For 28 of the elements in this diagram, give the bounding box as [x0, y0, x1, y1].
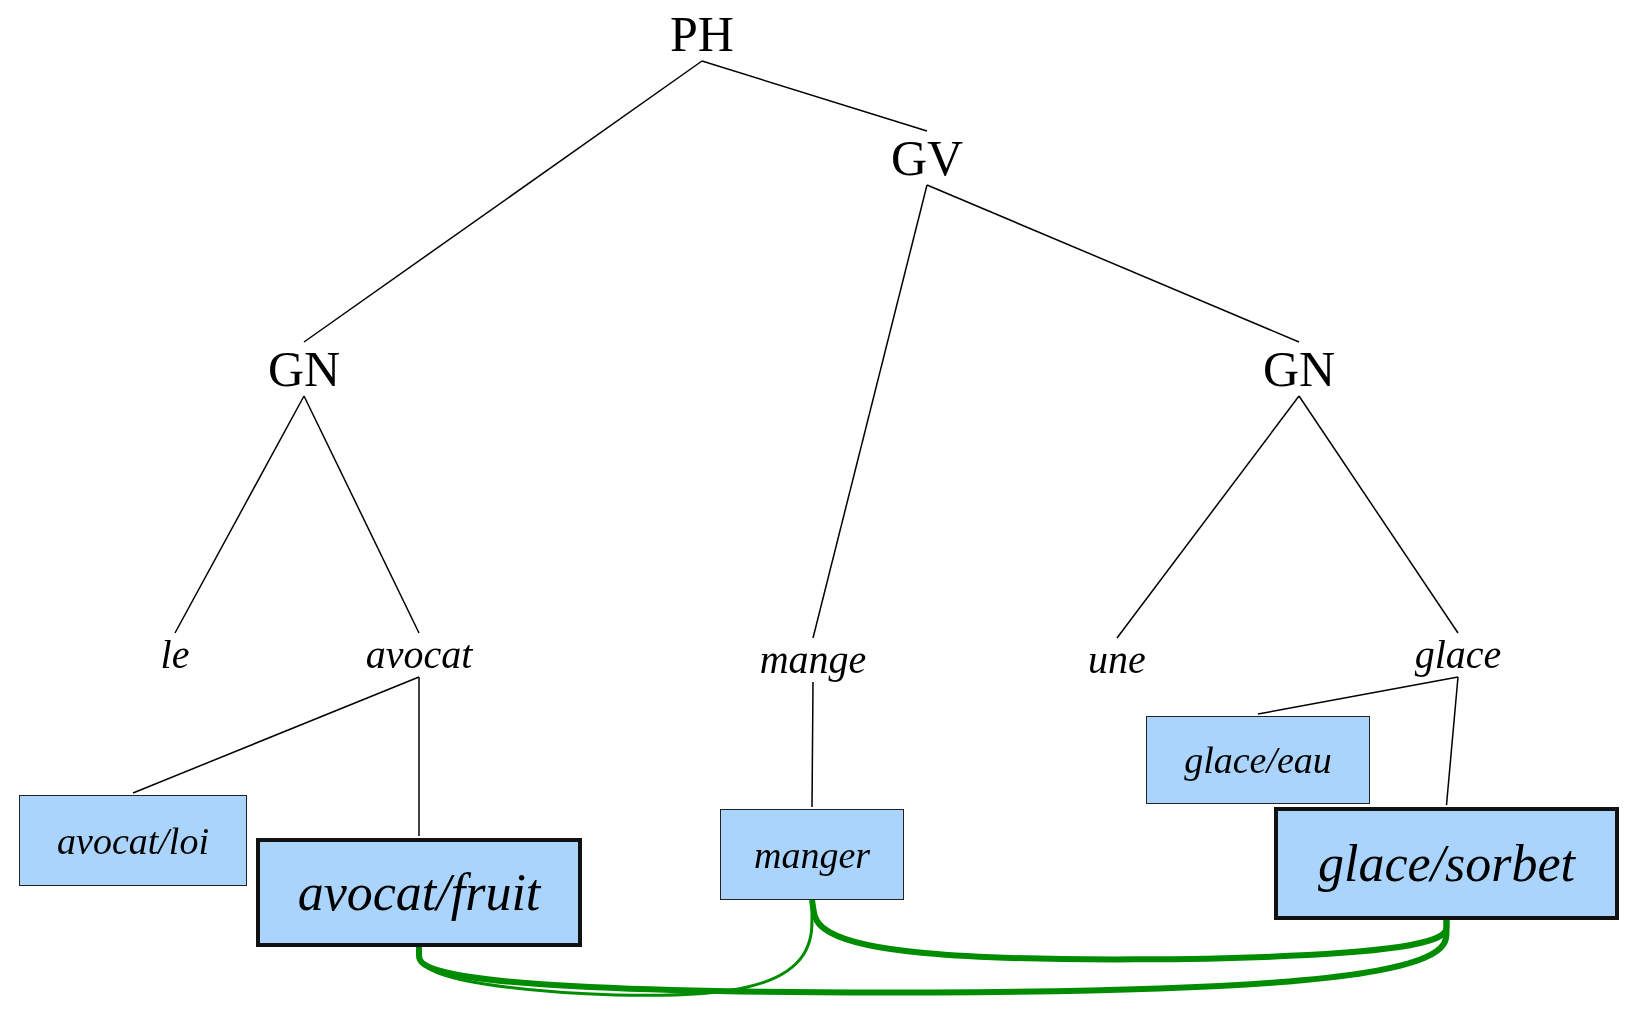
word-label: avocat — [365, 635, 473, 675]
tree-branch — [132, 676, 420, 794]
category-label: GN — [1262, 344, 1336, 394]
tree-branch — [701, 60, 928, 132]
sense-box: glace/eau — [1146, 716, 1370, 804]
category-label: PH — [670, 9, 734, 59]
tree-branch — [1445, 676, 1459, 806]
tree-branch — [1116, 395, 1300, 639]
tree-branch — [303, 60, 703, 343]
tree-branch — [303, 395, 420, 634]
word-label: glace — [1414, 635, 1502, 675]
tree-branch — [1257, 676, 1459, 715]
tree-branch — [418, 676, 420, 837]
sense-box: avocat/loi — [19, 795, 247, 886]
tree-branch — [811, 681, 814, 808]
word-label: le — [160, 635, 190, 675]
tree-branch — [174, 395, 305, 634]
tree-branch — [1298, 395, 1459, 634]
sense-box: glace/sorbet — [1274, 807, 1619, 920]
tree-branch — [812, 184, 928, 639]
word-label: mange — [759, 640, 867, 680]
sense-link — [809, 899, 1450, 963]
sense-box: avocat/fruit — [256, 838, 582, 947]
category-label: GN — [267, 344, 341, 394]
sense-box: manger — [720, 809, 904, 900]
tree-branch — [926, 184, 1300, 343]
word-label: une — [1088, 640, 1146, 680]
category-label: GV — [890, 133, 964, 183]
